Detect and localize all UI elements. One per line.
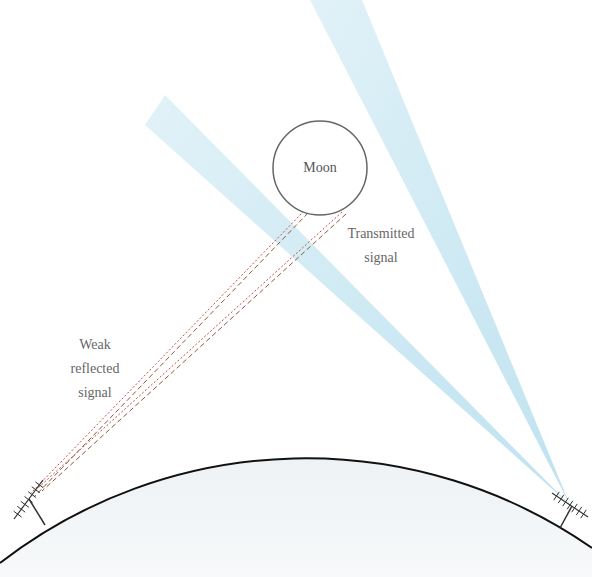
antenna-element (581, 510, 587, 518)
antenna-element (576, 507, 582, 515)
antenna (552, 492, 588, 528)
earth-ground (0, 458, 592, 577)
transmitted-beam (145, 95, 570, 505)
antenna-element (558, 495, 564, 503)
antenna-element (572, 504, 578, 512)
moon-shape (273, 121, 367, 215)
node-label: Moon (303, 160, 336, 176)
reflected-path (42, 214, 346, 491)
reflected-path (38, 212, 342, 488)
signal-label: Weak reflected signal (57, 333, 133, 405)
signal-label: Transmitted signal (343, 222, 419, 270)
antenna-element (17, 506, 25, 512)
antenna-element (35, 482, 43, 488)
moon-circle: Moon (272, 120, 368, 216)
earth-surface (0, 458, 592, 563)
antenna-element (14, 511, 22, 517)
antenna-element (28, 492, 36, 498)
antenna-element (24, 497, 32, 503)
antenna-element (21, 501, 29, 507)
reflected-path (30, 211, 304, 494)
antenna-element (563, 498, 569, 506)
antenna-element (567, 501, 573, 509)
antenna (14, 480, 45, 525)
antenna-element (32, 487, 40, 493)
transmitted-beam (310, 0, 570, 505)
antenna-element (554, 492, 560, 500)
